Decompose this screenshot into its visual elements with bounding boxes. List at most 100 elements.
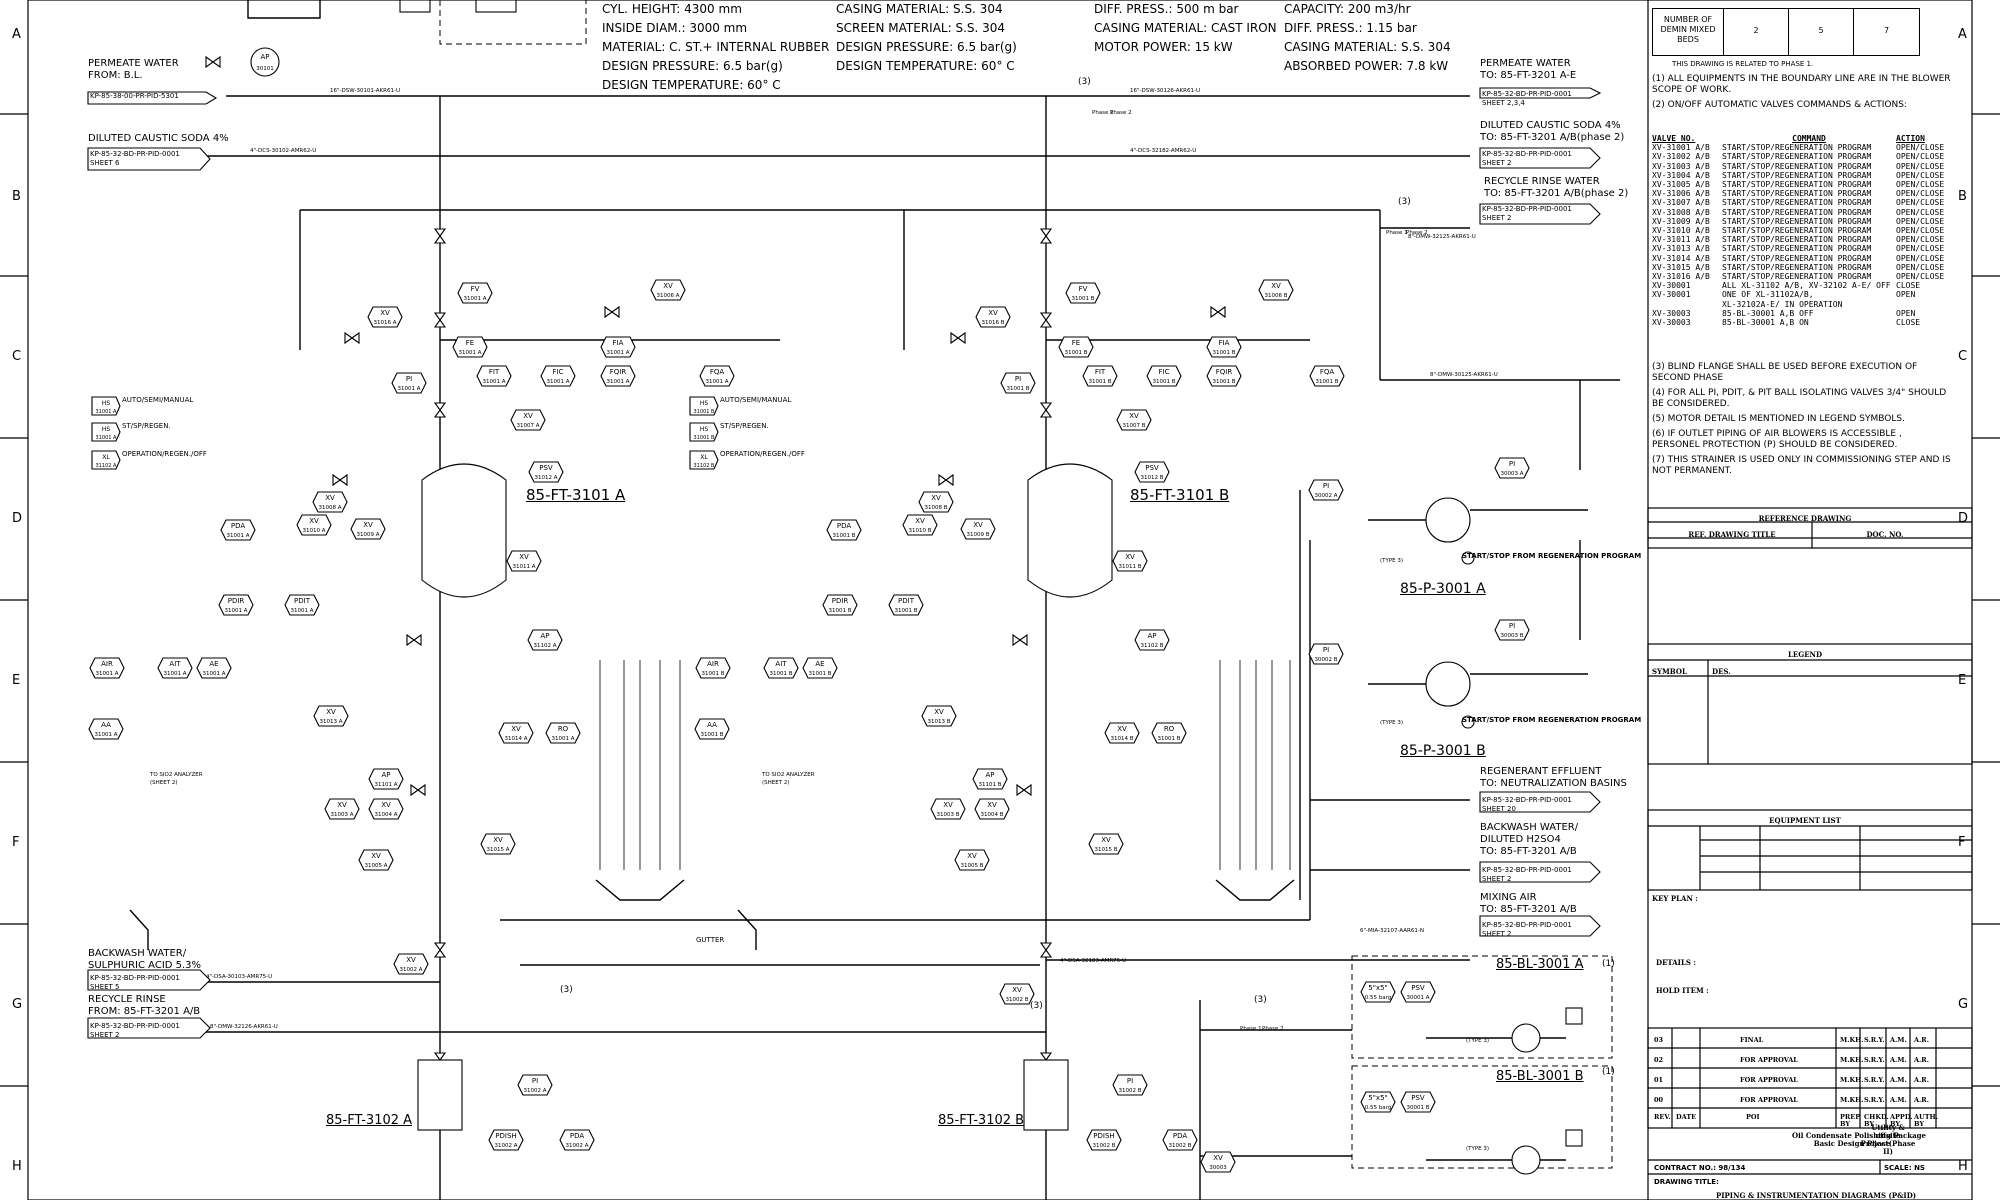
instrument-number: 31009 B — [966, 532, 989, 538]
valve-table-cell: OPEN/CLOSE — [1896, 170, 1945, 180]
grid-row-label: G — [1958, 997, 1968, 1012]
instrument-number: 31003 A — [330, 812, 353, 818]
instrument-number: 31001 A — [482, 379, 505, 385]
note: (1) ALL EQUIPMENTS IN THE BOUNDARY LINE … — [1652, 74, 1951, 95]
note: (4) FOR ALL PI, PDIT, & PIT BALL ISOLATI… — [1652, 388, 1947, 409]
valve-table-cell: XV-30001 — [1652, 290, 1691, 300]
instrument-bubble-a — [488, 1129, 524, 1151]
revision-header: REV. — [1654, 1113, 1671, 1121]
key-plan: KEY PLAN : — [1652, 894, 1698, 903]
instrument-number: 31005 A — [364, 863, 387, 869]
instrument-bubble-b — [1162, 1129, 1198, 1151]
instrument-tag: XV — [493, 836, 503, 844]
spec-line: DESIGN PRESSURE: 6.5 bar(g) — [602, 59, 783, 73]
instrument-number: 31001 A — [94, 732, 117, 738]
pi-discharge-b — [1494, 619, 1530, 641]
notes-block: (1) ALL EQUIPMENTS IN THE BOUNDARY LINE … — [1652, 74, 1952, 115]
valve-table-cell: XV-30003 — [1652, 308, 1691, 318]
instrument-tag: AP — [1147, 632, 1156, 640]
note: (5) MOTOR DETAIL IS MENTIONED IN LEGEND … — [1652, 414, 1905, 424]
dashed-boundary — [439, 0, 587, 45]
spec-line: CYL. HEIGHT: 4300 mm — [602, 2, 742, 16]
stream-backwash-out: BACKWASH WATER/ DILUTED H2SO4 TO: 85-FT-… — [1480, 822, 1578, 858]
valve-table-cell: OPEN/CLOSE — [1896, 235, 1945, 245]
instrument-tag: FV — [1079, 285, 1088, 293]
stream-name: RECYCLE RINSE WATER — [1484, 176, 1600, 187]
stream-sheet: SHEET 20 — [1482, 805, 1516, 813]
stream-connector — [1479, 861, 1601, 883]
grid-row-label: C — [1958, 349, 1967, 364]
instrument-bubble-b — [826, 519, 862, 541]
valve-table-cell: START/STOP/REGENERATION PROGRAM — [1722, 226, 1872, 236]
stream-name: SULPHURIC ACID 5.3% — [88, 960, 202, 971]
blower-package-b — [1351, 1065, 1613, 1169]
grid-row-label: E — [1958, 673, 1966, 688]
valve-table-cell — [1652, 300, 1722, 309]
instrument-bubble-b — [1112, 550, 1148, 572]
valve-table-cell: OPEN/CLOSE — [1896, 152, 1945, 162]
stream-sheet: SHEET 2 — [1482, 214, 1512, 222]
instrument-tag: FIC — [553, 368, 564, 376]
stream-to: TO: 85-FT-3201 A/B(phase 2) — [1484, 188, 1629, 199]
instrument-tag: XV — [987, 801, 997, 809]
revision-cell: FOR APPROVAL — [1740, 1056, 1798, 1064]
instrument-number: 30003 — [1209, 1165, 1227, 1171]
revision-header: APPD. BY — [1890, 1113, 1913, 1128]
valve-table-cell: OPEN/CLOSE — [1896, 207, 1945, 217]
legend-title: LEGEND — [1787, 650, 1823, 659]
ref-note: (3) — [1030, 1001, 1043, 1011]
spec-line: ABSORBED POWER: 7.8 kW — [1284, 59, 1449, 73]
instrument-tag: PDA — [1173, 1132, 1187, 1140]
instrument-tag: XV — [967, 852, 977, 860]
grid-row-label: D — [12, 511, 22, 526]
instrument-bubble-b — [1086, 1129, 1122, 1151]
hs-box — [91, 422, 121, 442]
valve-table-cell: OPEN — [1896, 290, 1916, 300]
instrument-tag: PDIT — [294, 597, 311, 605]
instrument-bubble-a — [296, 514, 332, 536]
valve-table-cell: 85-BL-30001 A,B ON — [1722, 318, 1809, 328]
instrument-number: 31001 A — [463, 296, 486, 302]
valve-table-cell: START/STOP/REGENERATION PROGRAM — [1722, 143, 1872, 153]
instrument-bubble-b — [1146, 365, 1182, 387]
instrument-bubble-a — [324, 798, 360, 820]
pi-pump-b — [1308, 643, 1344, 665]
ref-note: (3) — [1398, 197, 1411, 207]
valve-table-cell: OPEN — [1896, 308, 1916, 318]
instrument-tag: PSV — [1411, 984, 1425, 992]
hs-tag: HS — [102, 426, 111, 433]
revision-cell: M.KH. — [1840, 1056, 1864, 1064]
pi-discharge-a — [1494, 457, 1530, 479]
instrument-bubble-b — [1151, 722, 1187, 744]
hs-number: 31001 A — [96, 435, 117, 441]
revision-cell: S.R.Y. — [1864, 1076, 1885, 1084]
instrument-number: 31001 B — [1064, 350, 1087, 356]
valve-table-cell: CLOSE — [1896, 318, 1921, 328]
stream-connector — [1479, 791, 1601, 813]
instrument-bubble-b — [1082, 365, 1118, 387]
instrument-bubble-b — [763, 657, 799, 679]
blower-size — [1360, 981, 1396, 1003]
phase-label: Phase 1 — [1240, 1026, 1262, 1032]
valve-table-row: XL-32102A-E/ IN OPERATION — [1652, 300, 1956, 309]
instrument-tag: XV — [326, 708, 336, 716]
analyzer-note: (SHEET 2) — [762, 780, 789, 786]
analyzer-note: TO SIO2 ANALYZER — [761, 772, 815, 778]
stream-from: FROM: B.L. — [88, 70, 143, 81]
instrument-number: 31016 A — [373, 320, 396, 326]
blower-label-b: 85-BL-3001 B — [1496, 1069, 1584, 1084]
instrument-tag: FQA — [710, 368, 725, 376]
spec-line: MOTOR POWER: 15 kW — [1094, 40, 1233, 54]
ref-note: (1) — [1602, 1067, 1615, 1077]
instrument-bubble-b — [1104, 722, 1140, 744]
instrument-tag: RO — [1164, 725, 1175, 733]
valve-table-cell: XV-30003 — [1652, 318, 1691, 328]
line-number: 16"-DSW-30101-AKR61-U — [330, 88, 400, 94]
revision-cell: A.M. — [1890, 1076, 1907, 1084]
note: (6) IF OUTLET PIPING OF AIR BLOWERS IS A… — [1652, 429, 1902, 450]
valve-icon — [938, 473, 954, 487]
revision-cell: S.R.Y. — [1864, 1036, 1885, 1044]
valve-table-cell: START/STOP/REGENERATION PROGRAM — [1722, 161, 1872, 171]
